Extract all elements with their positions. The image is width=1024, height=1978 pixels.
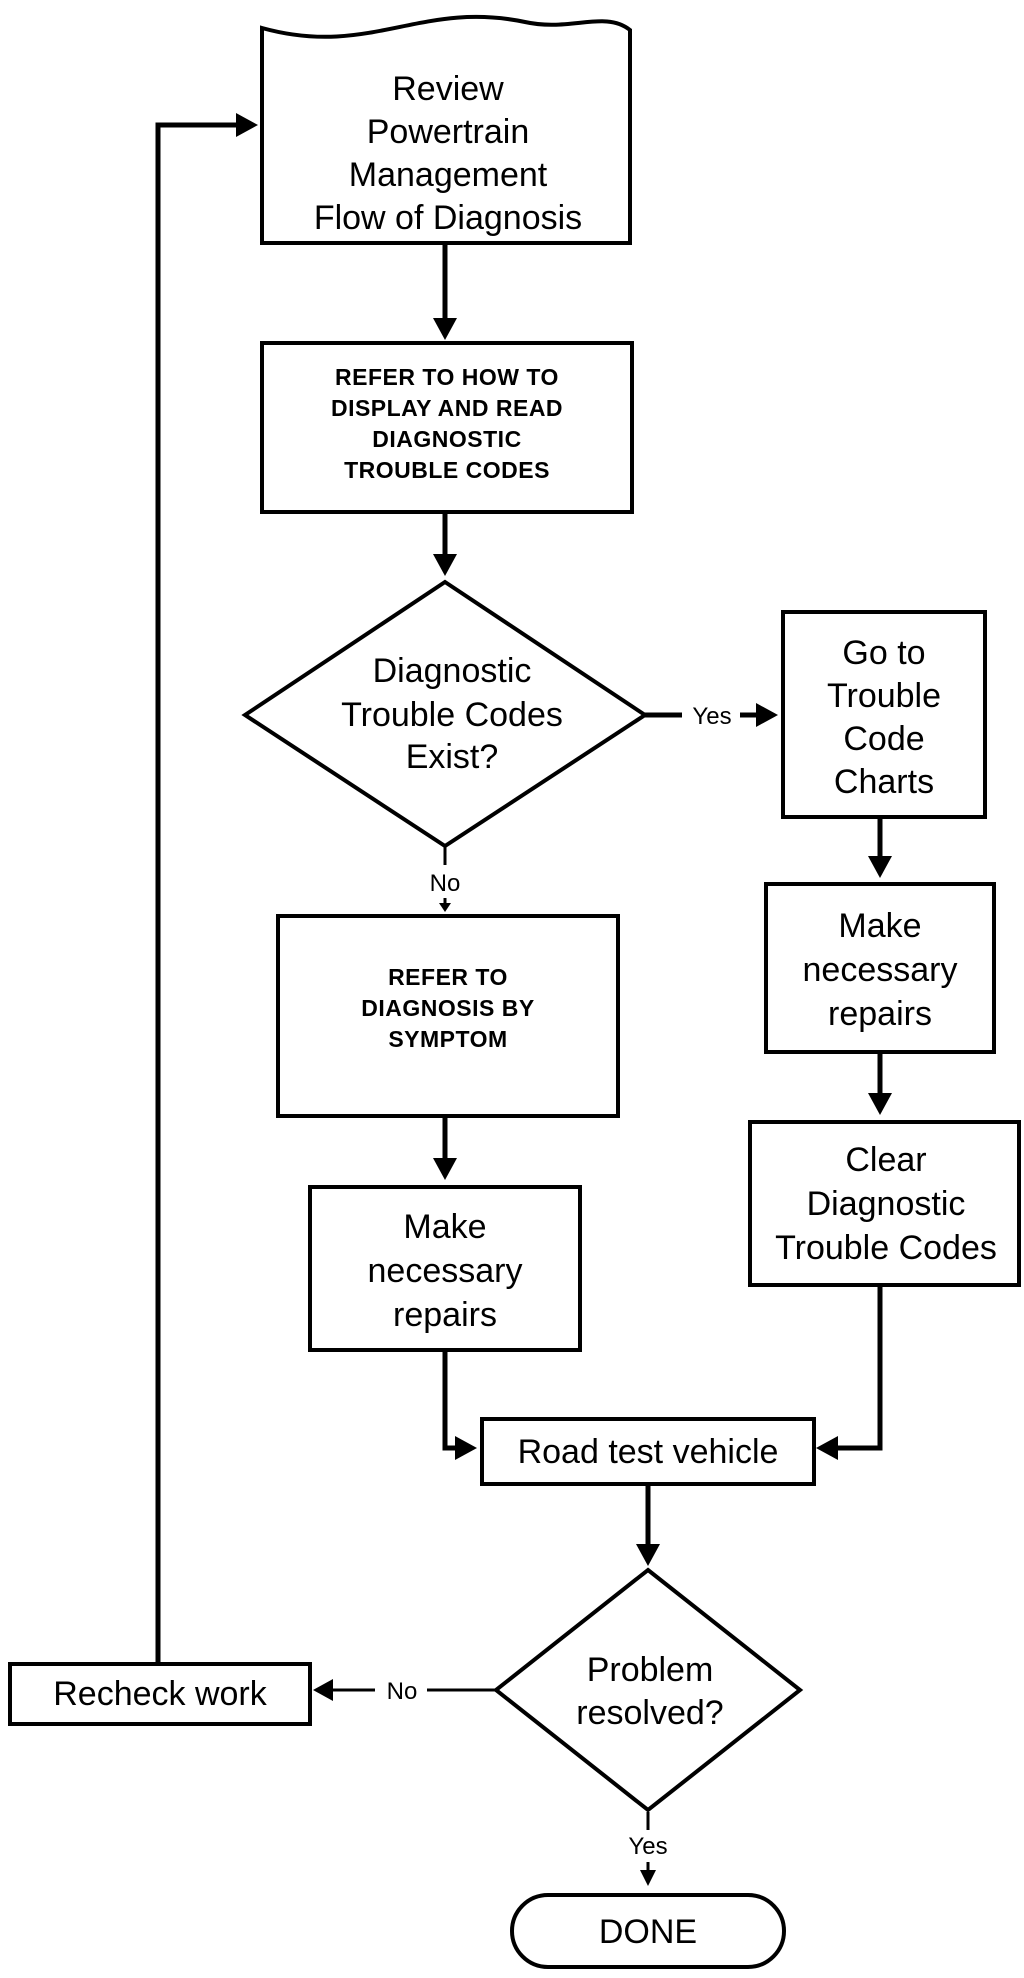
recheck-node: Recheck work: [8, 1662, 312, 1726]
connector-repairs-to-road-test: [442, 1350, 477, 1460]
repairs-right-node: Make necessary repairs: [764, 882, 996, 1054]
connector-decision-yes: [645, 703, 778, 727]
connector-charts-to-repairs: [868, 817, 892, 878]
clear-codes-line-1: Clear: [845, 1141, 926, 1179]
resolved-decision: Problem resolved?: [492, 1567, 804, 1813]
clear-codes-node: Clear Diagnostic Trouble Codes: [748, 1120, 1021, 1287]
road-test-label: Road test vehicle: [518, 1433, 779, 1471]
go-charts-node: Go to Trouble Code Charts: [781, 610, 987, 819]
refer-symptom-line-1: REFER TO: [388, 964, 508, 990]
connector-resolved-no: [313, 1679, 495, 1701]
repairs-left-line-1: Make: [403, 1208, 486, 1246]
connector-clear-to-road-test: [816, 1285, 883, 1460]
yes-label-2: Yes: [628, 1833, 667, 1860]
review-line-2: Powertrain: [367, 113, 530, 151]
connector-repairs-to-clear: [868, 1052, 892, 1115]
resolved-line-2: resolved?: [576, 1694, 723, 1732]
road-test-node: Road test vehicle: [480, 1417, 816, 1486]
connector-symptom-to-repairs: [433, 1116, 457, 1180]
connector-refer-to-decision: [433, 512, 457, 576]
go-charts-line-3: Code: [843, 720, 924, 758]
review-node: Review Powertrain Management Flow of Dia…: [260, 14, 632, 245]
no-label-2: No: [387, 1678, 418, 1705]
go-charts-line-2: Trouble: [827, 677, 941, 715]
repairs-right-line-3: repairs: [828, 995, 932, 1033]
recheck-label: Recheck work: [53, 1675, 268, 1713]
repairs-left-line-3: repairs: [393, 1296, 497, 1334]
review-line-1: Review: [392, 70, 504, 108]
connector-road-test-to-resolved: [636, 1484, 660, 1566]
repairs-right-line-1: Make: [838, 907, 921, 945]
refer-symptom-line-3: SYMPTOM: [388, 1026, 507, 1052]
no-label-1: No: [430, 870, 461, 897]
codes-exist-decision: Diagnostic Trouble Codes Exist?: [241, 579, 649, 849]
clear-codes-line-3: Trouble Codes: [775, 1229, 997, 1267]
refer-codes-line-1: REFER TO HOW TO: [335, 364, 559, 390]
done-terminator: DONE: [510, 1893, 786, 1969]
refer-codes-line-2: DISPLAY AND READ: [331, 395, 563, 421]
codes-exist-line-1: Diagnostic: [373, 652, 532, 690]
refer-symptom-node: REFER TO DIAGNOSIS BY SYMPTOM: [276, 914, 620, 1118]
connector-review-to-refer: [433, 243, 457, 340]
codes-exist-line-2: Trouble Codes: [341, 696, 563, 734]
refer-codes-line-3: DIAGNOSTIC: [372, 426, 521, 452]
connector-recheck-loop: [155, 113, 258, 1664]
refer-codes-node: REFER TO HOW TO DISPLAY AND READ DIAGNOS…: [260, 341, 634, 514]
refer-codes-line-4: TROUBLE CODES: [344, 457, 550, 483]
refer-symptom-line-2: DIAGNOSIS BY: [361, 995, 534, 1021]
review-line-4: Flow of Diagnosis: [314, 199, 582, 237]
repairs-right-line-2: necessary: [803, 951, 958, 989]
codes-exist-line-3: Exist?: [406, 738, 499, 776]
review-line-3: Management: [349, 156, 548, 194]
yes-label-1: Yes: [692, 703, 731, 730]
repairs-left-node: Make necessary repairs: [308, 1185, 582, 1352]
resolved-line-1: Problem: [587, 1651, 714, 1689]
clear-codes-line-2: Diagnostic: [807, 1185, 966, 1223]
repairs-left-line-2: necessary: [368, 1252, 523, 1290]
connector-resolved-yes: [640, 1812, 656, 1886]
go-charts-line-4: Charts: [834, 763, 934, 801]
go-charts-line-1: Go to: [842, 634, 925, 672]
done-label: DONE: [599, 1913, 697, 1951]
